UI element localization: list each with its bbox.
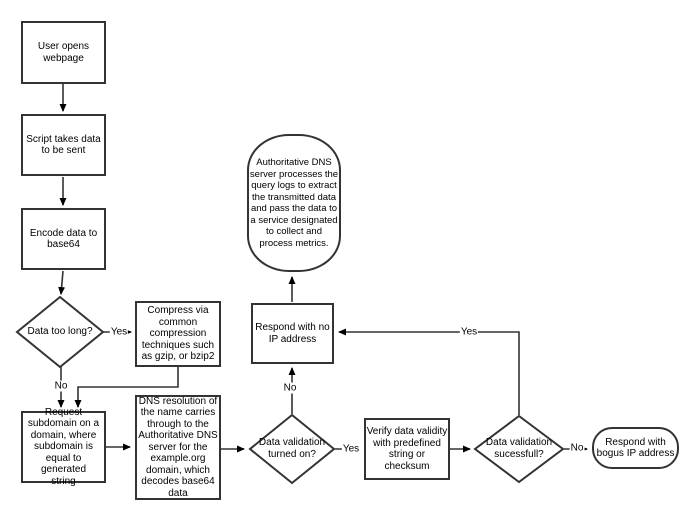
node-authoritative-processes-label: Authoritative DNS server processes the q…: [249, 157, 339, 249]
node-encode-base64-label: Encode data to base64: [29, 227, 98, 251]
node-script-takes-data-label: Script takes data to be sent: [26, 133, 101, 157]
edge-label-validation-on-no: No: [282, 382, 298, 394]
node-respond-bogus-ip: Respond with bogus IP address: [592, 427, 679, 469]
edge-label-too-long-yes: Yes: [109, 326, 129, 338]
edge-successful-yes-to-respond-no-ip: [338, 328, 520, 415]
edge-label-successful-no: No: [569, 442, 585, 454]
node-authoritative-processes: Authoritative DNS server processes the q…: [247, 134, 341, 272]
node-respond-no-ip-label: Respond with no IP address: [255, 322, 330, 345]
edge-label-validation-on-yes: Yes: [341, 443, 361, 455]
node-dns-resolution-label: DNS resolution of the name carries throu…: [138, 395, 218, 499]
node-dns-resolution: DNS resolution of the name carries throu…: [135, 395, 221, 500]
node-verify-validity: Verify data validity with predefined str…: [364, 418, 450, 480]
edge-label-too-long-no: No: [53, 380, 69, 392]
decision-validation-successful: [473, 414, 565, 484]
node-user-opens-webpage: User opens webpage: [21, 21, 106, 84]
node-compress: Compress via common compression techniqu…: [135, 301, 221, 367]
node-respond-no-ip: Respond with no IP address: [251, 303, 334, 364]
node-user-opens-webpage-label: User opens webpage: [37, 41, 90, 64]
node-respond-bogus-ip-label: Respond with bogus IP address: [596, 436, 675, 460]
edge-encode-to-toolong: [58, 270, 66, 295]
node-script-takes-data: Script takes data to be sent: [21, 114, 106, 176]
node-compress-label: Compress via common compression techniqu…: [141, 305, 215, 363]
node-verify-validity-label: Verify data validity with predefined str…: [366, 426, 448, 472]
edge-label-successful-yes: Yes: [459, 326, 479, 338]
node-encode-base64: Encode data to base64: [21, 208, 106, 270]
decision-data-too-long: [15, 295, 105, 369]
edge-compress-to-request: [74, 367, 179, 408]
decision-data-validation-on: [248, 413, 336, 485]
node-request-subdomain-label: Request subdomain on a domain, where sub…: [27, 406, 100, 487]
node-request-subdomain: Request subdomain on a domain, where sub…: [21, 407, 106, 487]
